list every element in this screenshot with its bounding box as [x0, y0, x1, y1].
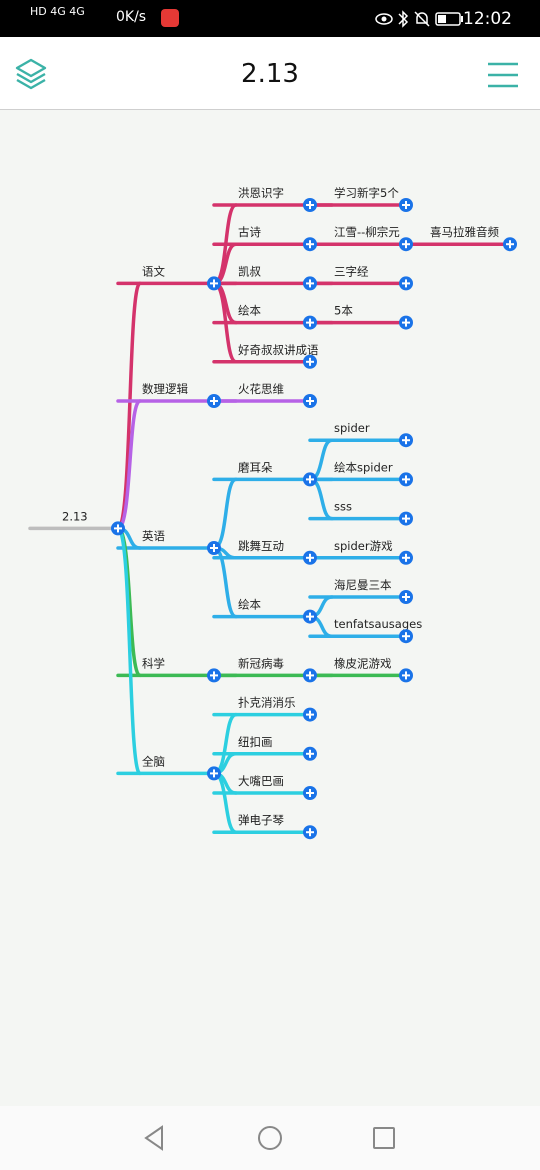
back-triangle-icon[interactable] [138, 1122, 170, 1154]
expand-node-button[interactable] [303, 746, 317, 761]
mindmap-node-label[interactable]: 磨耳朵 [238, 460, 273, 474]
mindmap-node-label[interactable]: tenfatsausages [334, 617, 422, 631]
mindmap-node-label[interactable]: 洪恩识字 [238, 186, 284, 200]
expand-node-button[interactable] [503, 237, 517, 252]
mindmap-node-label[interactable]: spider游戏 [334, 539, 393, 553]
mindmap-node-label[interactable]: 扑克消消乐 [238, 696, 296, 710]
connector-layer [28, 203, 512, 834]
mindmap-node-label[interactable]: 海尼曼三本 [334, 578, 392, 592]
mindmap-node-label[interactable]: 橡皮泥游戏 [334, 656, 392, 670]
mindmap-node-label[interactable]: 古诗 [238, 225, 261, 239]
mindmap-node-label[interactable]: 纽扣画 [238, 735, 273, 749]
expand-node-button[interactable] [399, 668, 413, 683]
layers-icon[interactable] [14, 57, 48, 91]
mindmap-node-label[interactable]: 凯叔 [238, 264, 261, 278]
expand-node-button[interactable] [399, 629, 413, 644]
menu-icon[interactable] [486, 61, 520, 89]
expand-node-button[interactable] [303, 394, 317, 408]
expand-node-button[interactable] [303, 825, 317, 840]
signal-indicators: HD 4G 4G [30, 5, 85, 18]
expand-node-button[interactable] [399, 590, 413, 604]
eye-icon [375, 13, 393, 25]
app-notification-icon [161, 9, 179, 27]
mindmap-node-label[interactable]: 绘本 [238, 304, 261, 318]
expand-node-button[interactable] [111, 521, 125, 536]
clock: 12:02 [463, 9, 512, 29]
page-title: 2.13 [241, 59, 299, 89]
mindmap-node-label[interactable]: 绘本spider [334, 460, 393, 474]
expand-node-button[interactable] [303, 354, 317, 369]
network-speed: 0K/s [116, 9, 147, 25]
mindmap-node-label[interactable]: 火花思维 [238, 382, 284, 396]
mindmap-node-label[interactable]: 绘本 [238, 598, 261, 612]
mindmap-node-label[interactable]: 三字经 [334, 264, 369, 278]
expand-node-button[interactable] [303, 668, 317, 683]
expand-node-button[interactable] [399, 276, 413, 291]
mindmap-node-label[interactable]: spider [334, 421, 370, 435]
navigation-bar [0, 1106, 540, 1170]
mindmap-node-label[interactable]: 英语 [142, 529, 165, 543]
expand-node-button[interactable] [399, 237, 413, 252]
mindmap-node-label[interactable]: 好奇叔叔讲成语 [238, 343, 319, 357]
node-connector [212, 477, 238, 550]
mindmap-node-label[interactable]: 2.13 [62, 509, 88, 523]
status-icons [375, 10, 463, 28]
app-header: 2.13 [0, 37, 540, 110]
mindmap-node-label[interactable]: 学习新字5个 [334, 186, 399, 200]
expand-node-button[interactable] [207, 668, 221, 683]
mute-icon [414, 11, 430, 27]
expand-node-button[interactable] [303, 609, 317, 624]
mindmap-node-label[interactable]: 5本 [334, 304, 353, 318]
expand-node-button[interactable] [207, 276, 221, 291]
mindmap-node-label[interactable]: 语文 [142, 264, 165, 278]
status-bar: HD 4G 4G 0K/s 12:02 [0, 0, 540, 37]
expand-node-button[interactable] [399, 550, 413, 565]
expand-node-button[interactable] [399, 511, 413, 526]
mindmap-node-label[interactable]: 科学 [142, 656, 165, 670]
mindmap-node-label[interactable]: 江雪--柳宗元 [334, 225, 400, 239]
expand-node-button[interactable] [303, 237, 317, 252]
expand-node-button[interactable] [303, 472, 317, 487]
mindmap-node-label[interactable]: 全脑 [142, 754, 165, 768]
expand-node-button[interactable] [303, 550, 317, 565]
mindmap-node-label[interactable]: 喜马拉雅音频 [430, 225, 499, 239]
mindmap-node-label[interactable]: 大嘴巴画 [238, 774, 284, 788]
expand-node-button[interactable] [399, 433, 413, 448]
expand-node-button[interactable] [399, 315, 413, 330]
mindmap-node-label[interactable]: sss [334, 500, 352, 514]
expand-node-button[interactable] [399, 472, 413, 487]
node-connector [116, 526, 142, 776]
bluetooth-icon [398, 10, 409, 28]
expand-node-button[interactable] [399, 198, 413, 212]
home-circle-icon[interactable] [254, 1122, 286, 1154]
recent-square-icon[interactable] [368, 1122, 400, 1154]
battery-icon [435, 12, 463, 26]
expand-node-button[interactable] [303, 786, 317, 800]
mindmap-node-label[interactable]: 数理逻辑 [142, 382, 188, 396]
expand-node-button[interactable] [207, 394, 221, 408]
expand-node-button[interactable] [207, 541, 221, 555]
expand-node-button[interactable] [303, 276, 317, 291]
mindmap-node-label[interactable]: 新冠病毒 [238, 656, 284, 670]
mindmap-node-label[interactable]: 跳舞互动 [238, 539, 284, 553]
expand-node-button[interactable] [303, 707, 317, 722]
mindmap-node-label[interactable]: 弹电子琴 [238, 813, 284, 827]
expand-node-button[interactable] [303, 315, 317, 330]
expand-node-button[interactable] [207, 766, 221, 781]
expand-node-button[interactable] [303, 198, 317, 212]
